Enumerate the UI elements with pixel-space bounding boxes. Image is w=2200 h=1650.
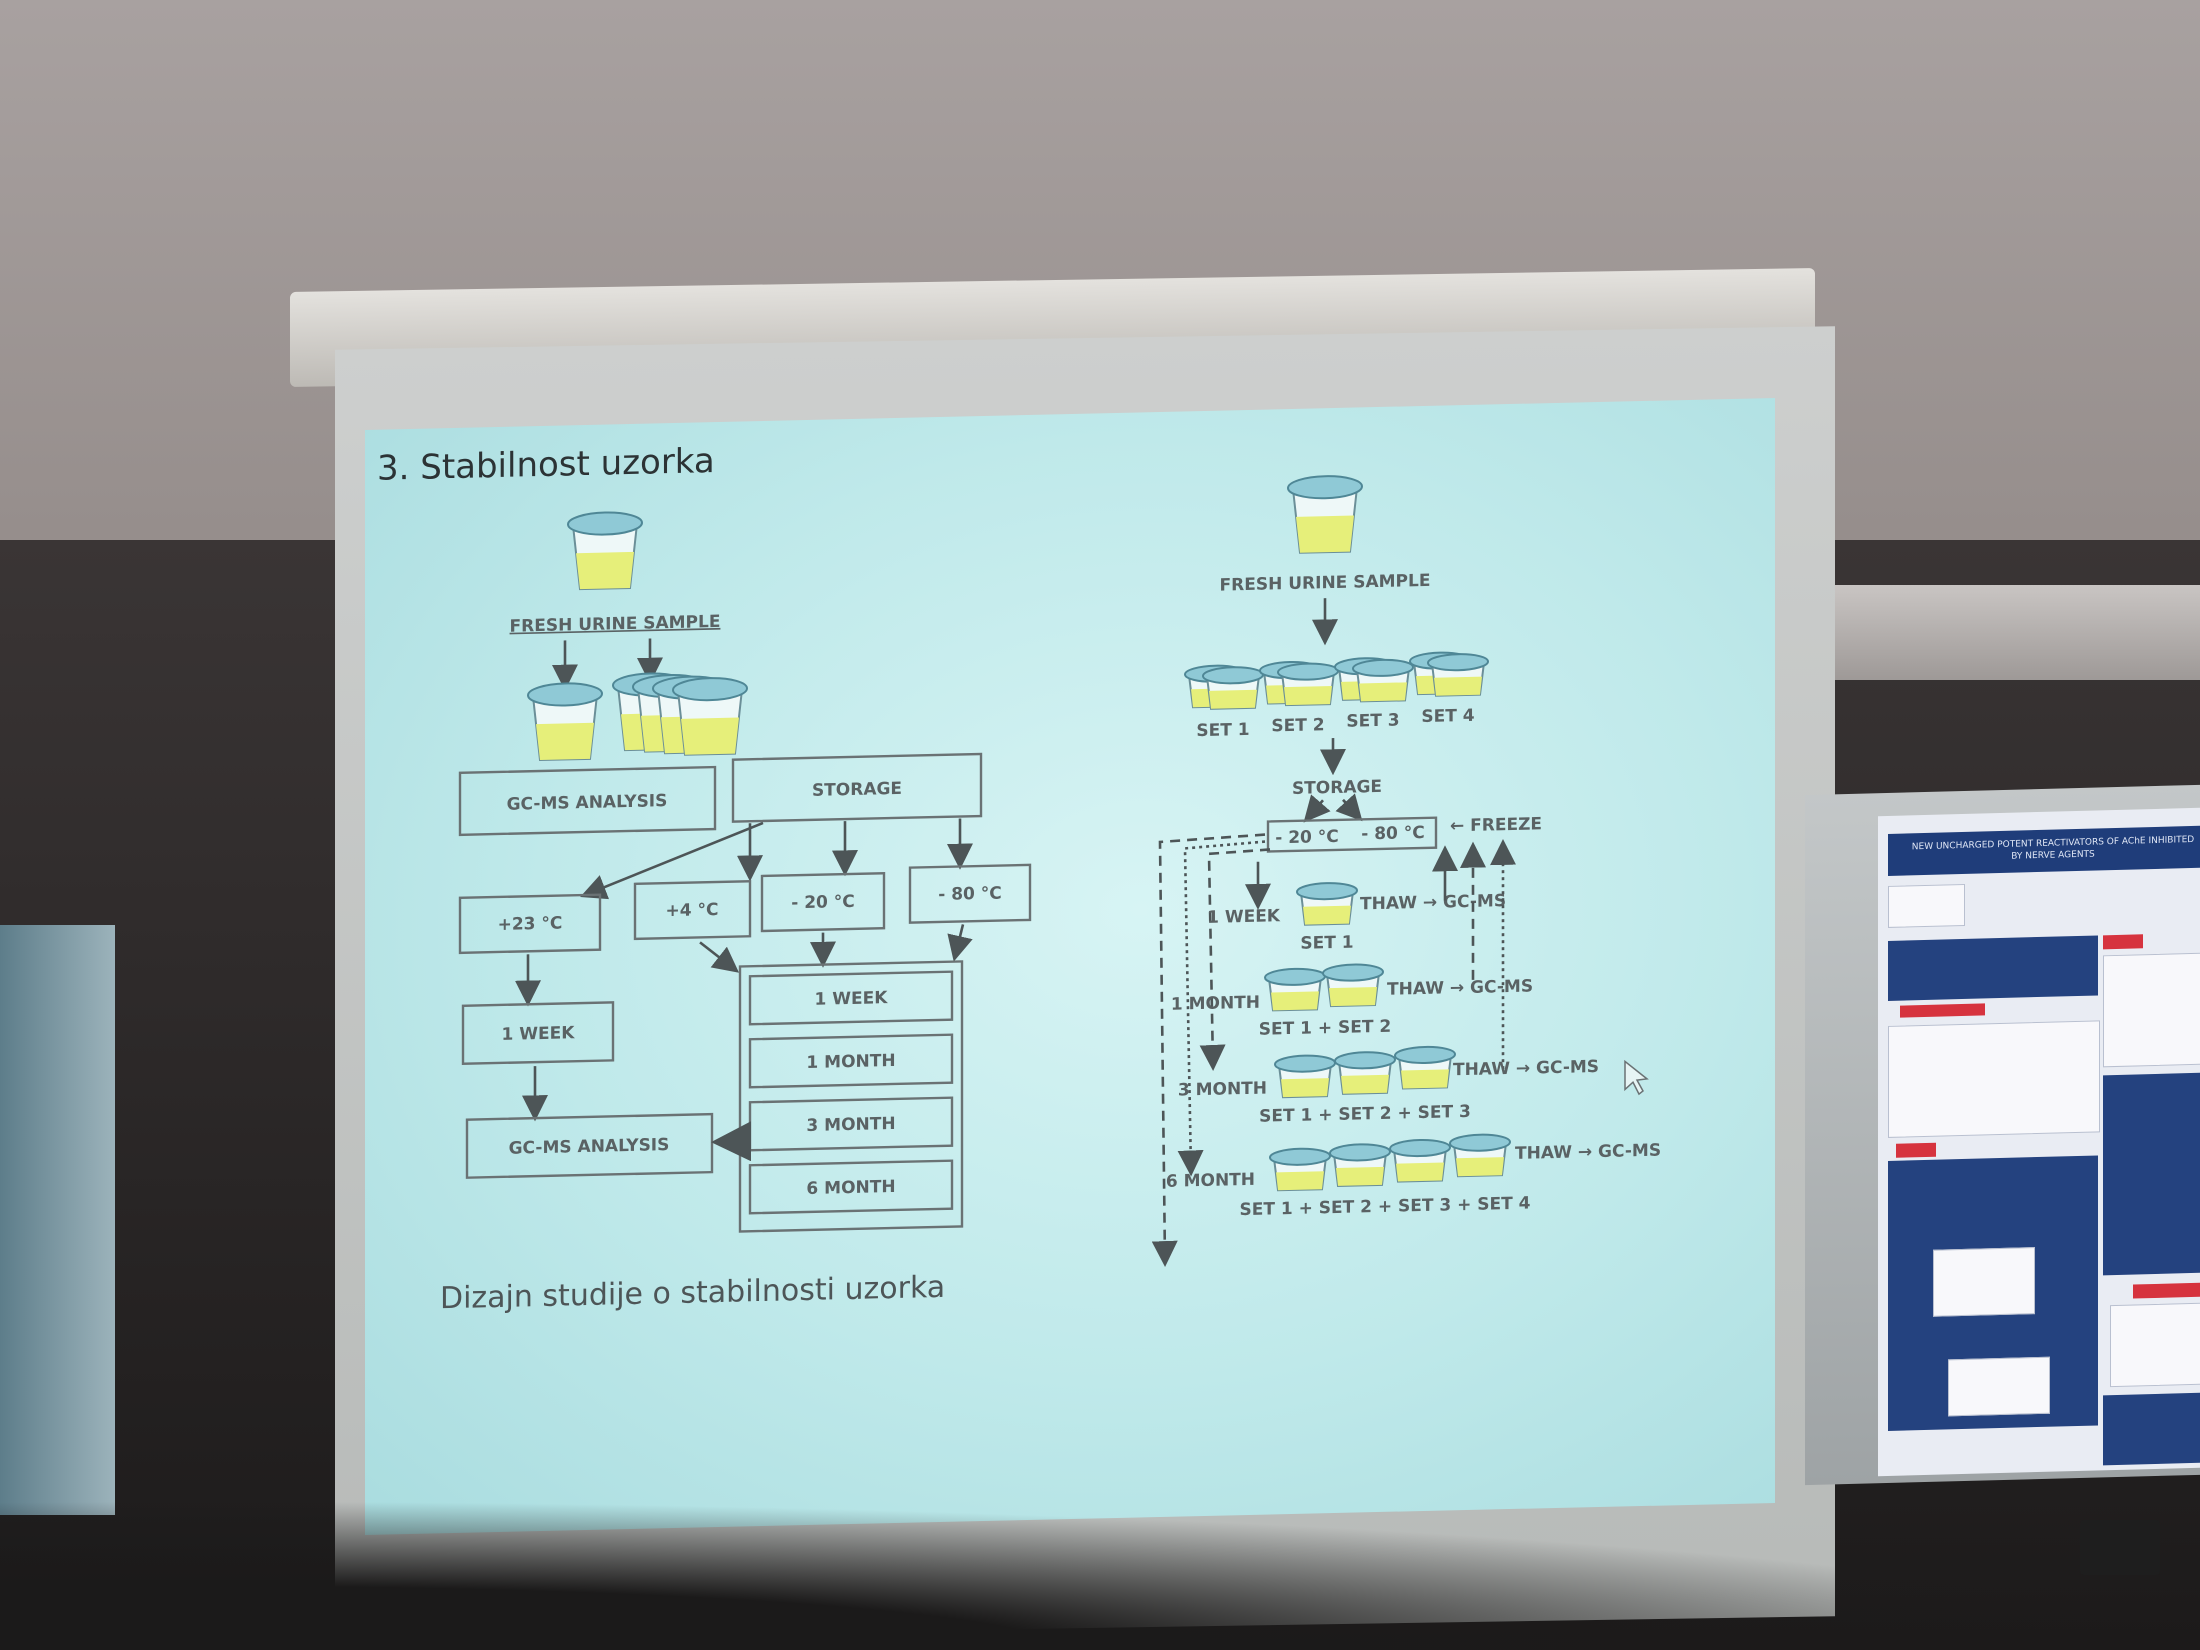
duration-label: 1 MONTH xyxy=(806,1051,895,1073)
poster-section-header xyxy=(1900,1003,1985,1018)
temp-box xyxy=(908,863,1032,924)
row-sets: SET 1 + SET 2 + SET 3 xyxy=(1259,1102,1471,1127)
temp-label: - 80 °C xyxy=(938,884,1002,905)
poster-header: NEW UNCHARGED POTENT REACTIVATORS OF ACh… xyxy=(1888,825,2200,876)
poster-table xyxy=(2110,1302,2200,1388)
row-action: THAW → GC-MS xyxy=(1360,891,1506,914)
temp-box xyxy=(458,893,602,955)
duration-label: 3 MONTH xyxy=(806,1114,895,1136)
row-duration: 1 MONTH xyxy=(1171,993,1260,1015)
poster-figure xyxy=(1933,1247,2035,1317)
row-action: THAW → GC-MS xyxy=(1453,1057,1599,1080)
fresh-sample-label: FRESH URINE SAMPLE xyxy=(1220,571,1431,596)
duration-label: 6 MONTH xyxy=(806,1177,895,1199)
urine-cup-icon xyxy=(526,681,604,762)
temp-label: - 20 °C xyxy=(1275,827,1339,848)
urine-cup-icon xyxy=(671,676,749,757)
set-label: SET 4 xyxy=(1421,706,1474,727)
wall-ledge xyxy=(1780,585,2200,680)
duration-box xyxy=(748,1159,954,1215)
urine-cup-icon xyxy=(1286,474,1364,555)
slide-title: 3. Stabilnost uzorka xyxy=(377,441,715,489)
left-whiteboard xyxy=(0,925,115,1515)
poster-section-header xyxy=(2103,934,2143,950)
row-sets: SET 1 + SET 2 + SET 3 + SET 4 xyxy=(1239,1194,1530,1221)
temp-box xyxy=(633,880,752,941)
poster-section xyxy=(2103,1392,2200,1466)
row-action: THAW → GC-MS xyxy=(1387,976,1533,999)
set-label: SET 2 xyxy=(1271,715,1324,736)
sample-set-icon xyxy=(1201,665,1265,710)
temp-label: +23 °C xyxy=(498,914,563,935)
sample-set-icon xyxy=(1263,967,1327,1012)
fresh-sample-label: FRESH URINE SAMPLE xyxy=(510,612,721,637)
temp-box xyxy=(760,871,886,933)
poster-section xyxy=(1888,935,2098,1001)
slide-content: 3. Stabilnost uzorka FRESH URINE SAMPLE … xyxy=(377,441,1661,1316)
slide-caption: Dizajn studije o stabilnosti uzorka xyxy=(440,1270,945,1316)
sample-set-icon xyxy=(1276,661,1340,707)
storage-label: STORAGE xyxy=(812,779,902,801)
projected-slide: 3. Stabilnost uzorka FRESH URINE SAMPLE … xyxy=(365,398,1775,1535)
row-duration: 1 WEEK xyxy=(1207,906,1281,928)
urine-cup-icon xyxy=(566,510,644,591)
sample-set-icon xyxy=(1268,1147,1332,1192)
duration-stack xyxy=(738,960,964,1233)
sample-set-icon xyxy=(1273,1053,1337,1099)
sample-set-icon xyxy=(1393,1045,1457,1090)
temp-label: +4 °C xyxy=(666,900,719,921)
temp-label: - 80 °C xyxy=(1361,823,1425,844)
duration-box xyxy=(748,970,954,1026)
storage-label: STORAGE xyxy=(1292,777,1382,799)
gcms-analysis-label: GC-MS ANALYSIS xyxy=(507,791,668,815)
duration-label: 1 WEEK xyxy=(815,988,889,1010)
gcms-analysis-bottom-label: GC-MS ANALYSIS xyxy=(509,1135,670,1159)
gcms-analysis-box xyxy=(458,765,717,837)
right-flow-diagram: FRESH URINE SAMPLE SET 1 SET 2 SET 3 SET… xyxy=(1151,474,1661,1268)
poster-section xyxy=(2103,1072,2200,1276)
sample-set-icon xyxy=(1388,1138,1452,1183)
sample-set-icon xyxy=(1333,1050,1397,1095)
poster-chart xyxy=(2103,952,2200,1068)
row-action: THAW → GC-MS xyxy=(1515,1141,1661,1164)
set-label: SET 1 xyxy=(1196,720,1249,741)
freeze-label: ← FREEZE xyxy=(1450,814,1542,836)
poster-figure xyxy=(1948,1356,2050,1417)
poster-title: NEW UNCHARGED POTENT REACTIVATORS OF ACh… xyxy=(1911,834,2195,862)
poster-section-header xyxy=(1896,1142,1936,1158)
sample-set-icon xyxy=(1426,652,1490,697)
temp-box xyxy=(1266,816,1438,853)
row-sets: SET 1 xyxy=(1300,933,1353,954)
temp-label: - 20 °C xyxy=(791,892,855,913)
sample-set-icon xyxy=(1295,881,1359,926)
poster-logo xyxy=(1888,883,1965,928)
sample-set-icon xyxy=(1448,1133,1512,1178)
poster-text xyxy=(1888,1020,2100,1138)
audience-shadow xyxy=(0,1500,2200,1650)
duration-box xyxy=(748,1033,954,1089)
row-sets: SET 1 + SET 2 xyxy=(1259,1017,1391,1040)
row-duration: 6 MONTH xyxy=(1166,1170,1255,1192)
one-week-box xyxy=(461,1001,615,1066)
sample-set-icon xyxy=(1328,1142,1392,1188)
research-poster: NEW UNCHARGED POTENT REACTIVATORS OF ACh… xyxy=(1878,807,2200,1477)
sample-set-icon xyxy=(1351,658,1415,703)
sample-set-icon xyxy=(1321,962,1385,1008)
mouse-cursor-icon xyxy=(1624,1059,1649,1096)
set-label: SET 3 xyxy=(1346,711,1399,732)
row-duration: 3 MONTH xyxy=(1178,1079,1267,1101)
storage-box xyxy=(731,752,983,823)
one-week-label: 1 WEEK xyxy=(502,1023,576,1045)
poster-section-header xyxy=(2133,1282,2200,1299)
left-flow-diagram: FRESH URINE SAMPLE GC-MS ANALYSIS STORAG… xyxy=(458,510,1032,1233)
